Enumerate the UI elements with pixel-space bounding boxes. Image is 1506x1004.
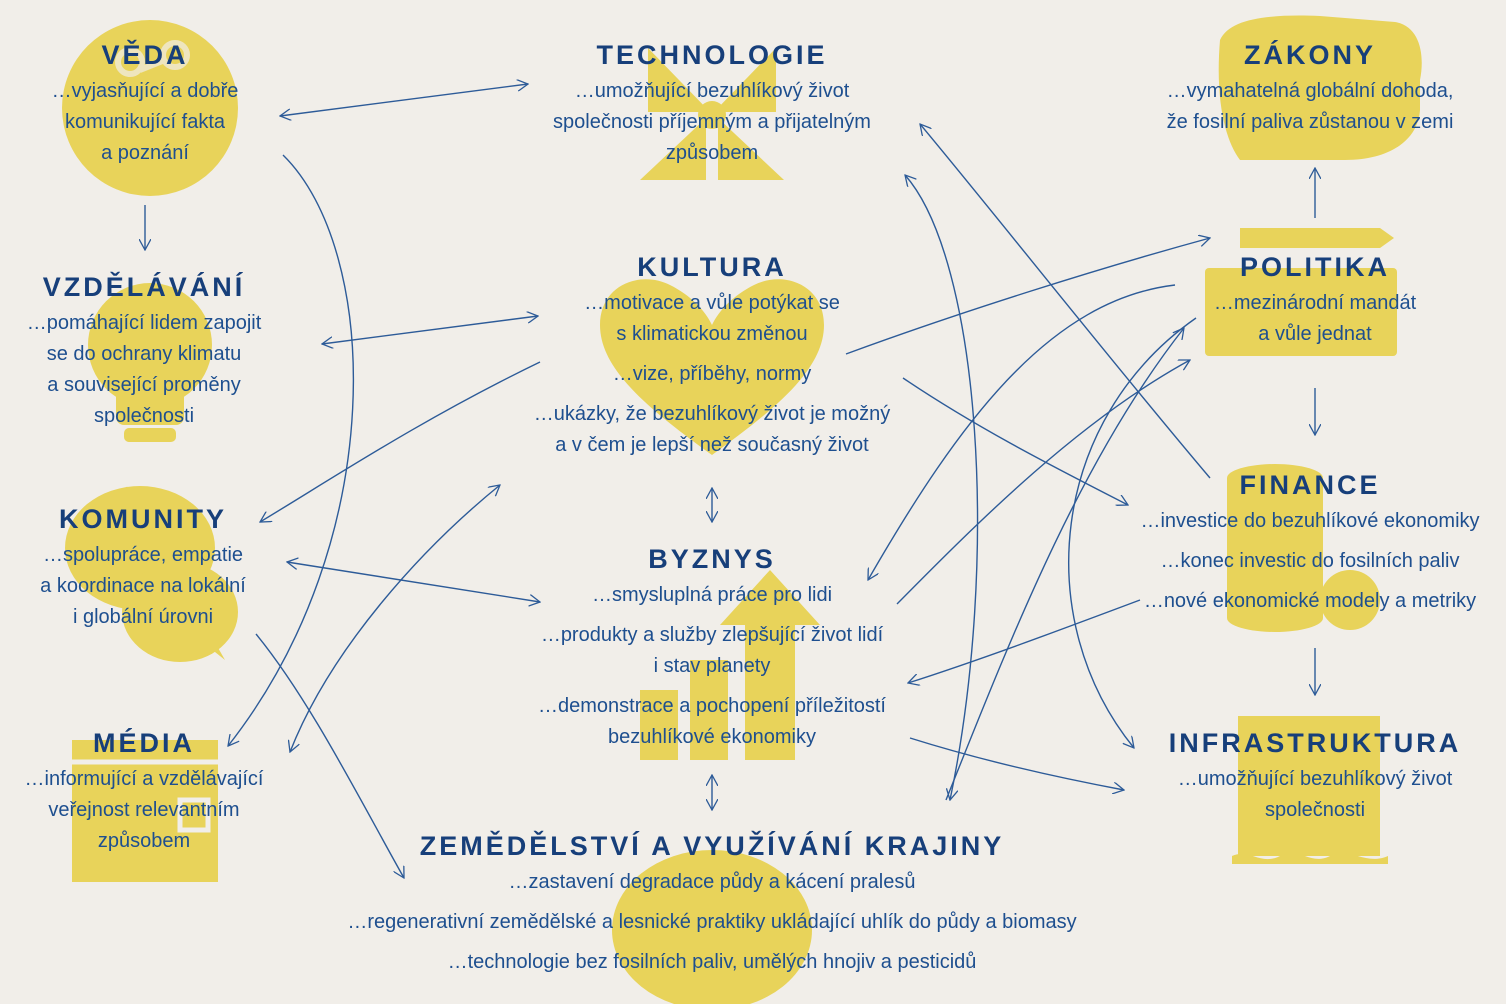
node-byznys-line: …smysluplná práce pro lidi (591, 584, 833, 606)
node-komunity: KOMUNITY …spolupráce, empatie a koordina… (10, 502, 276, 633)
node-zemedelstvi-title: ZEMĚDĚLSTVÍ A VYUŽÍVÁNÍ KRAJINY (419, 831, 1005, 861)
node-infrastruktura-line: …umožňující bezuhlíkový život (1177, 768, 1453, 790)
arrow-komunity-zemedelstvi (255, 633, 404, 878)
node-vzdelavani-line: a související proměny (47, 374, 241, 396)
node-kultura-line: …ukázky, že bezuhlíkový život je možný (533, 403, 891, 425)
node-veda-line: komunikující fakta (64, 111, 226, 133)
node-zemedelstvi-line: …technologie bez fosilních paliv, umělýc… (447, 951, 977, 973)
node-infrastruktura-title: INFRASTRUKTURA (1168, 728, 1462, 758)
node-finance: FINANCE …investice do bezuhlíkové ekonom… (1116, 468, 1504, 617)
node-politika-line: a vůle jednat (1258, 323, 1372, 345)
node-media-line: veřejnost relevantním (48, 799, 240, 821)
cabbage-icon (612, 850, 812, 1004)
node-finance-line: …nové ekonomické modely a metriky (1143, 590, 1477, 612)
node-technologie-line: způsobem (665, 142, 759, 164)
node-veda-line: …vyjasňující a dobře (51, 80, 239, 102)
node-byznys-line: …produkty a služby zlepšující život lidí (540, 624, 884, 646)
heart-sprout-icon (600, 279, 824, 455)
node-byznys-title: BYZNYS (648, 544, 776, 574)
node-komunity-line: a koordinace na lokální (40, 575, 246, 597)
node-zakony-title: ZÁKONY (1244, 40, 1376, 70)
node-byznys: BYZNYS …smysluplná práce pro lidi …produ… (490, 542, 934, 753)
speech-bubbles-icon (65, 486, 238, 662)
arrow-veda-media (228, 154, 355, 746)
node-komunity-line: …spolupráce, empatie (42, 544, 244, 566)
arrow-byznys-politika (896, 360, 1190, 605)
node-komunity-line: i globální úrovni (72, 606, 214, 628)
node-politika-title: POLITIKA (1240, 252, 1390, 282)
arrow-vzdelavani-kultura (322, 316, 538, 344)
node-zemedelstvi-line: …regenerativní zemědělské a lesnické pra… (347, 911, 1077, 933)
node-zakony: ZÁKONY …vymahatelná globální dohoda, že … (1130, 38, 1490, 138)
arrow-finance-technologie (920, 124, 1211, 479)
node-zemedelstvi-line: …zastavení degradace půdy a kácení prale… (508, 871, 916, 893)
node-media-title: MÉDIA (93, 728, 195, 758)
molecule-icon (62, 20, 238, 196)
node-media-line: způsobem (97, 830, 191, 852)
node-infrastruktura: INFRASTRUKTURA …umožňující bezuhlíkový ž… (1150, 726, 1480, 826)
node-finance-line: …investice do bezuhlíkové ekonomiky (1140, 510, 1480, 532)
arrow-politika-byznys (868, 284, 1176, 580)
bridge-icon (1232, 716, 1388, 864)
node-kultura-title: KULTURA (637, 252, 787, 282)
node-vzdelavani-line: se do ochrany klimatu (46, 343, 242, 365)
arrow-kultura-finance (902, 377, 1128, 505)
node-finance-title: FINANCE (1239, 470, 1381, 500)
node-vzdelavani-line: společnosti (93, 405, 195, 427)
node-zemedelstvi: ZEMĚDĚLSTVÍ A VYUŽÍVÁNÍ KRAJINY …zastave… (280, 829, 1144, 978)
node-kultura-line: …vize, příběhy, normy (612, 363, 812, 385)
arrow-finance-byznys (908, 599, 1141, 683)
node-infrastruktura-line: společnosti (1264, 799, 1366, 821)
node-technologie-line: společnosti příjemným a přijatelným (553, 111, 871, 133)
node-byznys-line: bezuhlíkové ekonomiky (608, 726, 816, 748)
windmill-icon (640, 48, 784, 180)
arrow-politika-infrastruktura (1068, 317, 1197, 748)
coins-icon (1227, 464, 1380, 632)
node-kultura: KULTURA …motivace a vůle potýkat se s kl… (490, 250, 934, 461)
node-zakony-line: že fosilní paliva zůstanou v zemi (1166, 111, 1454, 133)
arrow-zemedelstvi-politika (945, 328, 1184, 801)
arrow-technologie-zemedelstvi (905, 175, 979, 800)
node-technologie-line: …umožňující bezuhlíkový život (574, 80, 850, 102)
node-kultura-line: …motivace a vůle potýkat se (584, 292, 840, 314)
node-politika-line: …mezinárodní mandát (1213, 292, 1417, 314)
node-vzdelavani-title: VZDĚLÁVÁNÍ (42, 272, 246, 302)
arrow-byznys-infrastruktura (909, 737, 1124, 790)
node-technologie-title: TECHNOLOGIE (596, 40, 828, 70)
node-media-line: …informující a vzdělávající (24, 768, 264, 790)
growth-arrow-icon (640, 570, 820, 760)
newspaper-icon (72, 740, 218, 882)
arrow-veda-technologie (280, 84, 528, 116)
node-veda-title: VĚDA (101, 40, 189, 70)
node-kultura-line: a v čem je lepší než současný život (555, 434, 869, 456)
node-media: MÉDIA …informující a vzdělávající veřejn… (0, 726, 288, 857)
lightbulb-icon (88, 283, 212, 442)
node-vzdelavani: VZDĚLÁVÁNÍ …pomáhající lidem zapojit se … (0, 270, 288, 432)
dinosaur-skull-icon (1218, 15, 1422, 160)
node-veda: VĚDA …vyjasňující a dobře komunikující f… (20, 38, 270, 169)
node-technologie: TECHNOLOGIE …umožňující bezuhlíkový živo… (510, 38, 914, 169)
node-kultura-line: s klimatickou změnou (616, 323, 808, 345)
node-zakony-line: …vymahatelná globální dohoda, (1166, 80, 1454, 102)
node-politika: POLITIKA …mezinárodní mandát a vůle jedn… (1180, 250, 1450, 350)
node-vzdelavani-line: …pomáhající lidem zapojit (26, 312, 262, 334)
arrow-media-kultura (290, 485, 500, 752)
node-finance-line: …konec investic do fosilních paliv (1160, 550, 1460, 572)
node-komunity-title: KOMUNITY (59, 504, 227, 534)
ballot-icon (1205, 228, 1397, 356)
node-byznys-line: i stav planety (653, 655, 771, 677)
node-byznys-line: …demonstrace a pochopení příležitostí (538, 695, 886, 717)
arrow-kultura-politika (845, 238, 1210, 355)
node-veda-line: a poznání (101, 142, 189, 164)
